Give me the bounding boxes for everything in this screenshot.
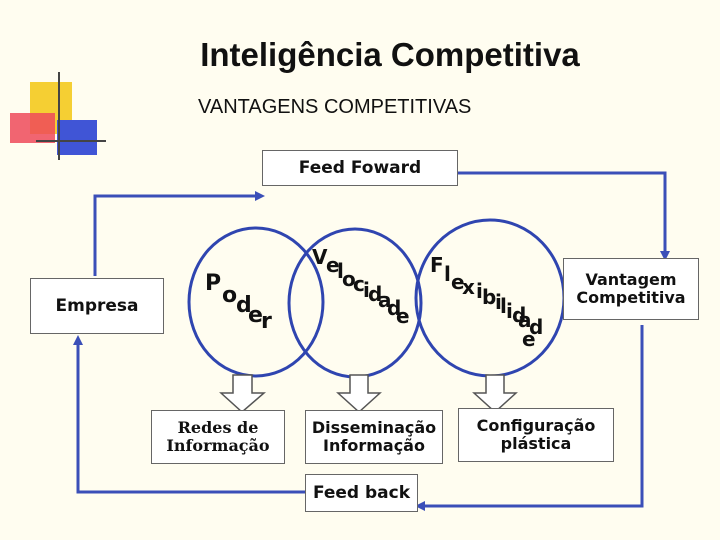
logo-red-block: [10, 113, 55, 143]
poder-letter: P: [205, 271, 221, 296]
disseminacao-informacao-box: Disseminação Informação: [305, 410, 443, 464]
velocidade-letter: V: [312, 245, 328, 269]
poder-letter: d: [236, 293, 252, 318]
flexibilidade-letter: i: [506, 299, 513, 323]
velocidade-letter: e: [326, 253, 340, 277]
feed-forward-arrow-right: [458, 171, 670, 261]
poder-letter: e: [248, 303, 263, 328]
poder-letter: o: [222, 283, 237, 308]
flexibilidade-letter: e: [451, 270, 465, 294]
label-velocidade: V e l o c i d a d e: [312, 245, 410, 328]
label-flexibilidade: F l e x i b i l i d a d e: [430, 253, 543, 351]
feed-foward-box: Feed Foward: [262, 150, 458, 186]
feed-forward-arrow-left: [93, 191, 265, 276]
poder-letter: r: [261, 309, 272, 334]
velocidade-letter: l: [337, 259, 344, 283]
redes-de-informacao-box: Redes de Informação: [151, 410, 285, 464]
velocidade-letter: d: [387, 296, 401, 320]
flexibilidade-letter: i: [476, 279, 483, 303]
page-subtitle: VANTAGENS COMPETITIVAS: [198, 96, 472, 118]
down-arrow-poder: [219, 374, 267, 414]
flexibilidade-letter: l: [500, 294, 507, 318]
feed-back-box: Feed back: [305, 474, 418, 512]
flexibilidade-letter: l: [444, 262, 451, 286]
empresa-box: Empresa: [30, 278, 164, 334]
flexibilidade-letter: d: [529, 315, 543, 339]
velocidade-letter: i: [363, 278, 370, 302]
flexibilidade-letter: F: [430, 253, 444, 277]
velocidade-letter: o: [342, 267, 356, 291]
flexibilidade-letter: i: [495, 290, 502, 314]
velocidade-letter: e: [396, 304, 410, 328]
flexibilidade-letter: e: [522, 327, 536, 351]
velocidade-letter: c: [353, 272, 365, 296]
circle-poder: [187, 226, 325, 378]
label-poder: P o d e r: [205, 271, 272, 334]
vantagem-competitiva-box: Vantagem Competitiva: [563, 258, 699, 320]
down-arrow-flexibilidade: [472, 374, 518, 414]
velocidade-letter: d: [368, 282, 382, 306]
flexibilidade-letter: b: [482, 285, 496, 309]
feed-back-arrow-left: [73, 335, 305, 494]
flexibilidade-letter: d: [512, 303, 526, 327]
feed-back-arrow-right: [415, 325, 644, 511]
flexibilidade-letter: x: [462, 275, 475, 299]
flexibilidade-letter: a: [518, 308, 532, 332]
down-arrow-velocidade: [336, 374, 382, 414]
logo-vertical-line: [58, 72, 60, 160]
velocidade-letter: a: [378, 288, 392, 312]
configuracao-plastica-box: Configuração plástica: [458, 408, 614, 462]
logo-blue-block: [57, 120, 97, 155]
page-title: Inteligência Competitiva: [200, 36, 580, 73]
logo-horizontal-line: [36, 140, 106, 142]
